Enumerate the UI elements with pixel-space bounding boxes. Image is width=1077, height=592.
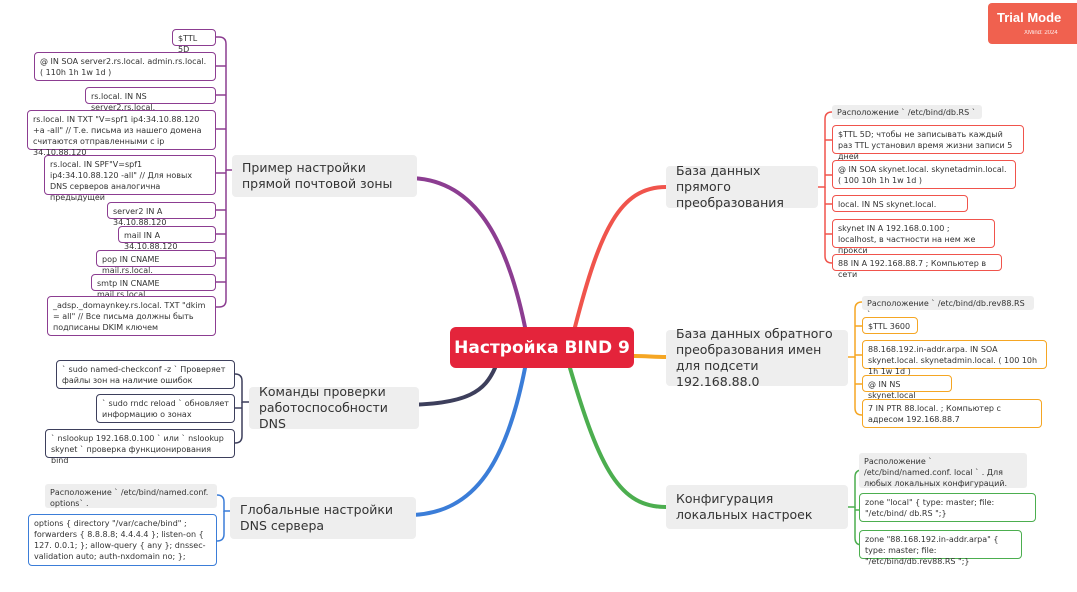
topic-local-config[interactable]: Конфигурация локальных настроек [666,485,848,529]
forward-db-location[interactable]: Расположение ` /etc/bind/db.RS ` [832,105,982,119]
trial-mode-subtitle: XMind: 2024 [1024,30,1058,36]
reverse-db-ns[interactable]: @ IN NS skynet.local [862,375,952,400]
branch-reverse-db [632,354,668,359]
forward-db-bracket [818,111,833,264]
topic-forward-zone-example[interactable]: Пример настройки прямой почтовой зоны [232,155,417,197]
central-topic[interactable]: Настройка BIND 9 [450,327,634,368]
local-config-location[interactable]: Расположение ` /etc/bind/named.conf. loc… [859,453,1027,488]
reverse-db-bracket [848,301,863,416]
trial-mode-badge[interactable]: Trial Mode XMind: 2024 [988,3,1077,44]
branch-forward-zone [406,176,527,329]
zone-record-soa[interactable]: @ IN SOA server2.rs.local. admin.rs.loca… [34,52,216,81]
forward-db-skynet[interactable]: skynet IN A 192.168.0.100 ; localhost, в… [832,219,995,255]
zone-record-ttl[interactable]: $TTL 5D [172,29,216,54]
local-config-zone-local[interactable]: zone "local" { type: master; file: "/etc… [859,493,1036,522]
reverse-db-ptr[interactable]: 7 IN PTR 88.local. ; Компьютер с адресом… [862,399,1042,428]
zone-record-mail[interactable]: mail IN A 34.10.88.120 [118,226,216,251]
zone-record-txt[interactable]: rs.local. IN TXT "V=spf1 ip4:34.10.88.12… [27,110,216,157]
branch-check-commands [398,366,497,407]
topic-check-commands[interactable]: Команды проверки работоспособности DNS [249,384,419,431]
reverse-db-location[interactable]: Расположение ` /etc/bind/db.rev88.RS ` [862,296,1034,319]
branch-global-settings [406,366,527,517]
branch-local-config [568,366,668,509]
forward-db-ttl[interactable]: $TTL 5D; чтобы не записывать каждый раз … [832,125,1024,161]
reverse-db-soa[interactable]: 88.168.192.in-addr.arpa. IN SOA skynet.l… [862,340,1047,376]
zone-record-dkim[interactable]: _adsp._domaynkey.rs.local. TXT "dkim = a… [47,296,216,336]
topic-global-settings[interactable]: Глобальные настройки DNS сервера [230,497,416,539]
local-config-zone-reverse[interactable]: zone "88.168.192.in-addr.arpa" { type: m… [859,530,1022,566]
topic-forward-db[interactable]: База данных прямого преобразования [666,163,818,210]
check-commands-bracket [234,373,249,444]
global-location[interactable]: Расположение ` /etc/bind/named.conf. opt… [45,484,217,508]
trial-mode-title: Trial Mode [997,10,1062,25]
forward-db-soa[interactable]: @ IN SOA skynet.local. skynetadmin.local… [832,160,1016,189]
reverse-db-ttl[interactable]: $TTL 3600 [862,317,918,334]
forward-zone-bracket [216,36,232,308]
zone-record-pop[interactable]: pop IN CNAME mail.rs.local. [96,250,216,275]
zone-record-smtp[interactable]: smtp IN CNAME mail.rs.local. [91,274,216,299]
zone-record-spf[interactable]: rs.local. IN SPF"V=spf1 ip4:34.10.88.120… [44,155,216,202]
global-settings-bracket [216,494,230,542]
check-named-checkconf[interactable]: ` sudo named-checkconf -z ` Проверяет фа… [56,360,235,389]
zone-record-ns[interactable]: rs.local. IN NS server2.rs.local. [85,87,216,112]
zone-record-server2[interactable]: server2 IN A 34.10.88.120 [107,202,216,227]
forward-db-ns[interactable]: local. IN NS skynet.local. [832,195,968,212]
global-options[interactable]: options { directory "/var/cache/bind" ; … [28,514,217,566]
check-nslookup[interactable]: ` nslookup 192.168.0.100 ` или ` nslooku… [45,429,235,465]
check-rndc-reload[interactable]: ` sudo rndc reload ` обновляет информаци… [96,394,235,423]
forward-db-host88[interactable]: 88 IN A 192.168.88.7 ; Компьютер в сети [832,254,1002,279]
branch-forward-db [573,185,668,329]
topic-reverse-db[interactable]: База данных обратного преобразования име… [666,326,848,389]
